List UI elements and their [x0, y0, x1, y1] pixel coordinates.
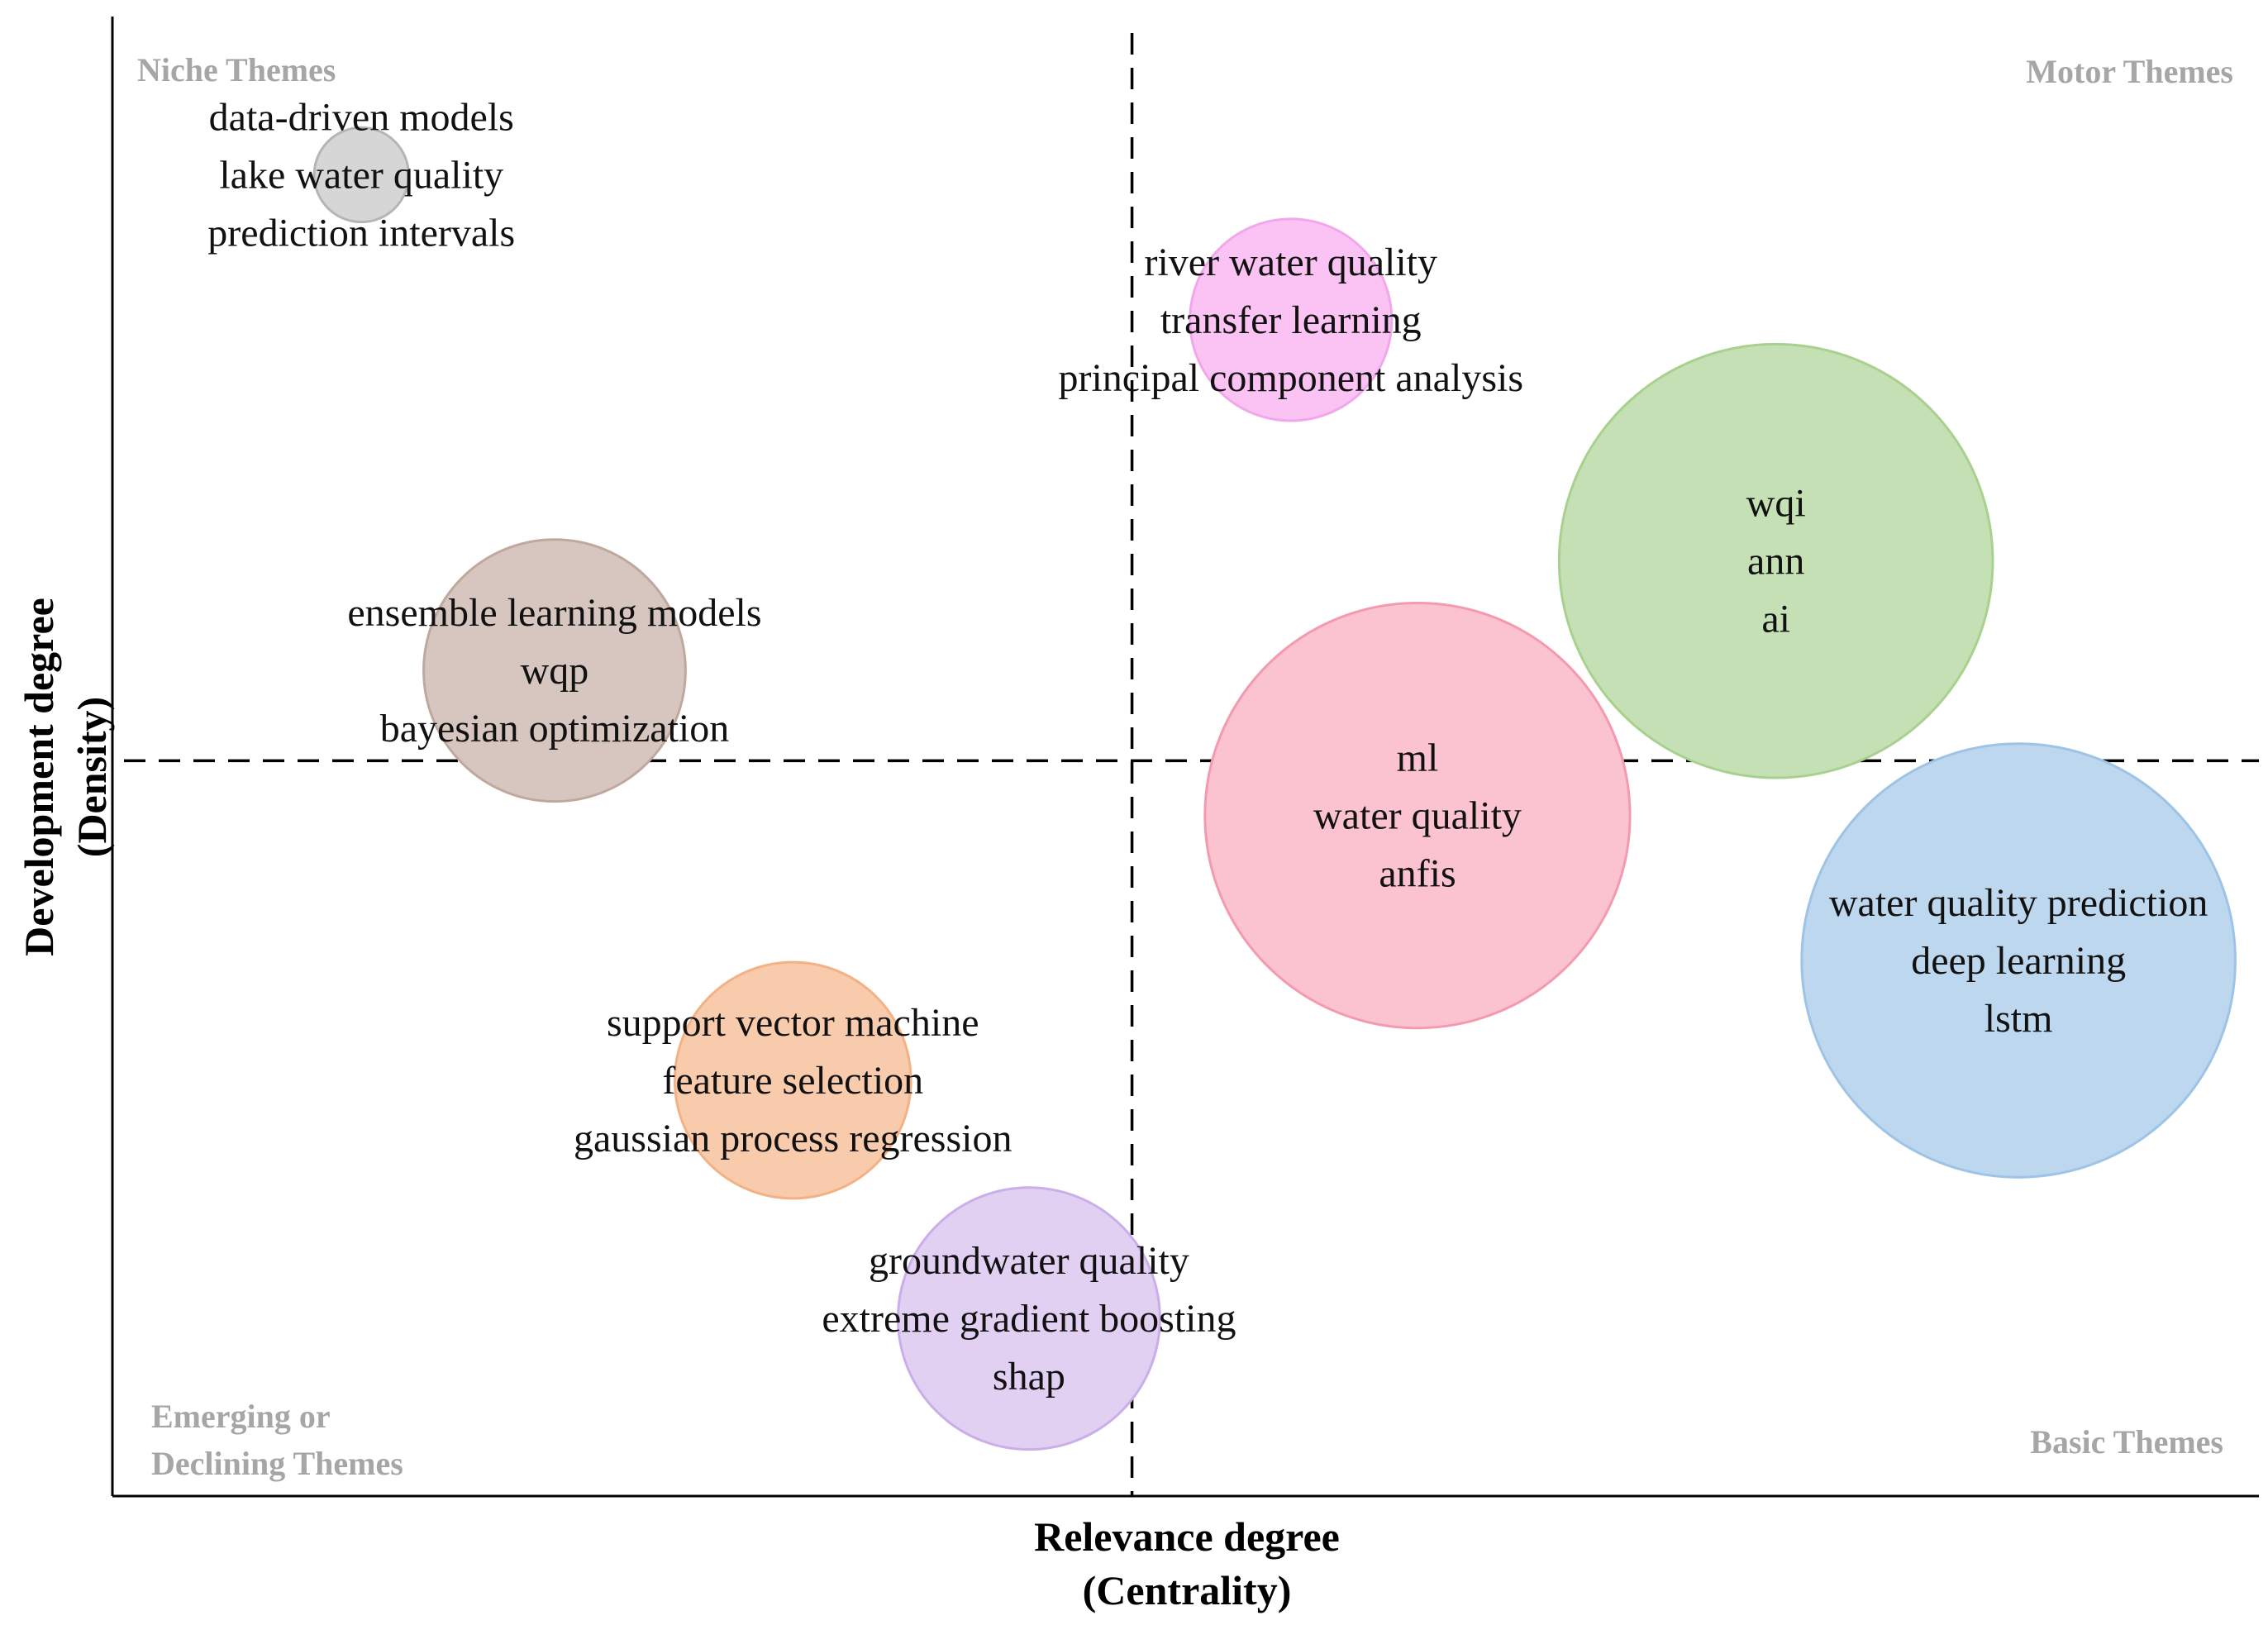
theme-keyword-8-1: groundwater quality [869, 1239, 1189, 1283]
theme-keyword-6-2: deep learning [1911, 939, 2126, 983]
theme-keyword-2-2: transfer learning [1160, 298, 1422, 342]
theme-keyword-1-1: data-driven models [209, 96, 514, 140]
theme-keyword-3-1: wqi [1746, 482, 1806, 526]
theme-keyword-4-3: bayesian optimization [380, 707, 730, 751]
theme-keyword-8-2: extreme gradient boosting [822, 1297, 1236, 1341]
theme-bubble-4 [422, 538, 687, 803]
quadrant-label-niche: Niche Themes [137, 51, 336, 88]
theme-bubble-1 [312, 126, 410, 224]
theme-keyword-7-1: support vector machine [607, 1001, 979, 1045]
theme-bubble-5 [1203, 601, 1632, 1030]
quadrant-label-emerging-2: Declining Themes [151, 1445, 403, 1482]
theme-keyword-3-3: ai [1761, 598, 1790, 641]
quadrant-label-basic: Basic Themes [2030, 1423, 2223, 1461]
quadrant-label-motor: Motor Themes [2026, 53, 2233, 90]
y-axis-title: Development degree(Density) [16, 598, 115, 956]
theme-keyword-5-3: anfis [1379, 852, 1456, 896]
theme-keyword-1-2: lake water quality [219, 154, 503, 198]
theme-keyword-3-2: ann [1747, 540, 1804, 584]
theme-keyword-2-1: river water quality [1144, 241, 1437, 284]
theme-keyword-4-1: ensemble learning models [347, 591, 761, 635]
theme-keyword-5-1: ml [1397, 736, 1439, 780]
x-axis-title-line2: (Centrality) [1083, 1567, 1292, 1613]
theme-bubble-6 [1800, 742, 2237, 1179]
theme-keyword-4-2: wqp [521, 649, 589, 693]
theme-keyword-2-3: principal component analysis [1058, 356, 1523, 400]
theme-bubble-7 [673, 960, 912, 1200]
theme-keyword-7-2: feature selection [662, 1059, 923, 1103]
y-axis-title-line1: Development degree [16, 598, 62, 956]
theme-bubble-3 [1557, 342, 1994, 779]
theme-keyword-8-3: shap [993, 1355, 1065, 1399]
y-axis-title-line2: (Density) [69, 697, 115, 857]
x-axis-title-line1: Relevance degree [1034, 1513, 1340, 1560]
theme-bubble-2 [1189, 217, 1394, 422]
theme-keyword-6-1: water quality prediction [1829, 881, 2208, 925]
theme-bubble-8 [897, 1186, 1161, 1451]
theme-keyword-5-2: water quality [1313, 794, 1522, 838]
theme-keyword-6-3: lstm [1984, 997, 2053, 1041]
quadrant-label-emerging-1: Emerging or [151, 1398, 331, 1435]
theme-keyword-1-3: prediction intervals [207, 212, 515, 255]
theme-keyword-7-3: gaussian process regression [574, 1117, 1012, 1160]
